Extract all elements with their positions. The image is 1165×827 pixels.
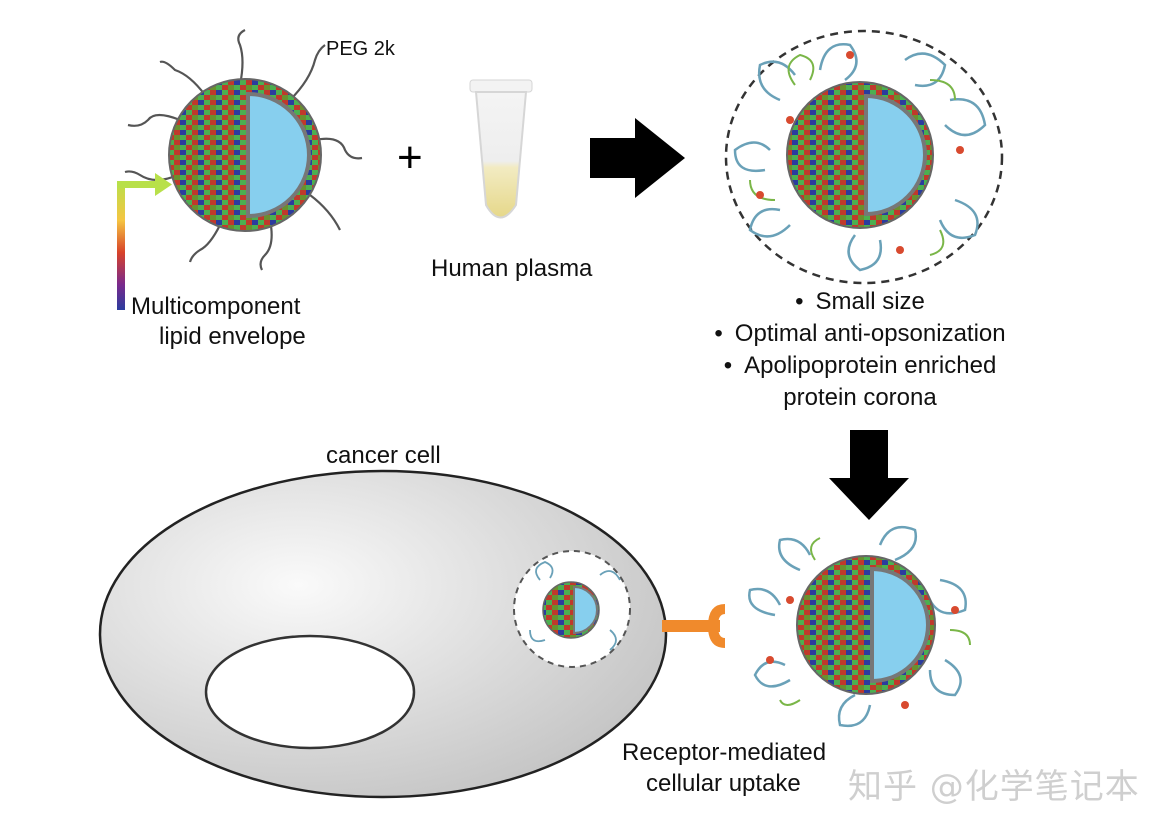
property-list: •Small size •Optimal anti-opsonization •… [640, 286, 1080, 414]
watermark: 知乎 @化学笔记本 [848, 767, 1140, 807]
internalized-nanoparticle [513, 550, 631, 668]
receptor-label-line2: cellular uptake [646, 770, 801, 797]
protein-corona-nanoparticle [724, 29, 1004, 285]
cell-nucleus [204, 634, 416, 750]
down-arrow [829, 430, 909, 520]
right-arrow [590, 118, 685, 198]
property-item: •Apolipoprotein enriched [723, 352, 997, 379]
human-plasma-label: Human plasma [431, 255, 593, 282]
peg-chains [124, 29, 363, 271]
lipid-gradient-arrow [117, 173, 172, 310]
lipid-envelope-label-line1: Multicomponent [131, 293, 301, 320]
corona-nanoparticle-bound [748, 525, 971, 728]
property-item-continuation: protein corona [783, 384, 937, 411]
plasma-tube [469, 79, 533, 219]
peg-label: PEG 2k [326, 38, 395, 60]
property-item: •Small size [795, 288, 925, 315]
receptor [662, 604, 725, 648]
property-item: •Optimal anti-opsonization [714, 320, 1006, 347]
cancer-cell-label: cancer cell [326, 442, 441, 469]
corona-proteins [733, 43, 987, 272]
lipid-envelope-label-line2: lipid envelope [159, 323, 306, 350]
plus-sign: + [397, 133, 423, 182]
receptor-label-line1: Receptor-mediated [622, 739, 827, 766]
cancer-cell [98, 469, 668, 799]
lipid-nanoparticle [124, 29, 363, 271]
